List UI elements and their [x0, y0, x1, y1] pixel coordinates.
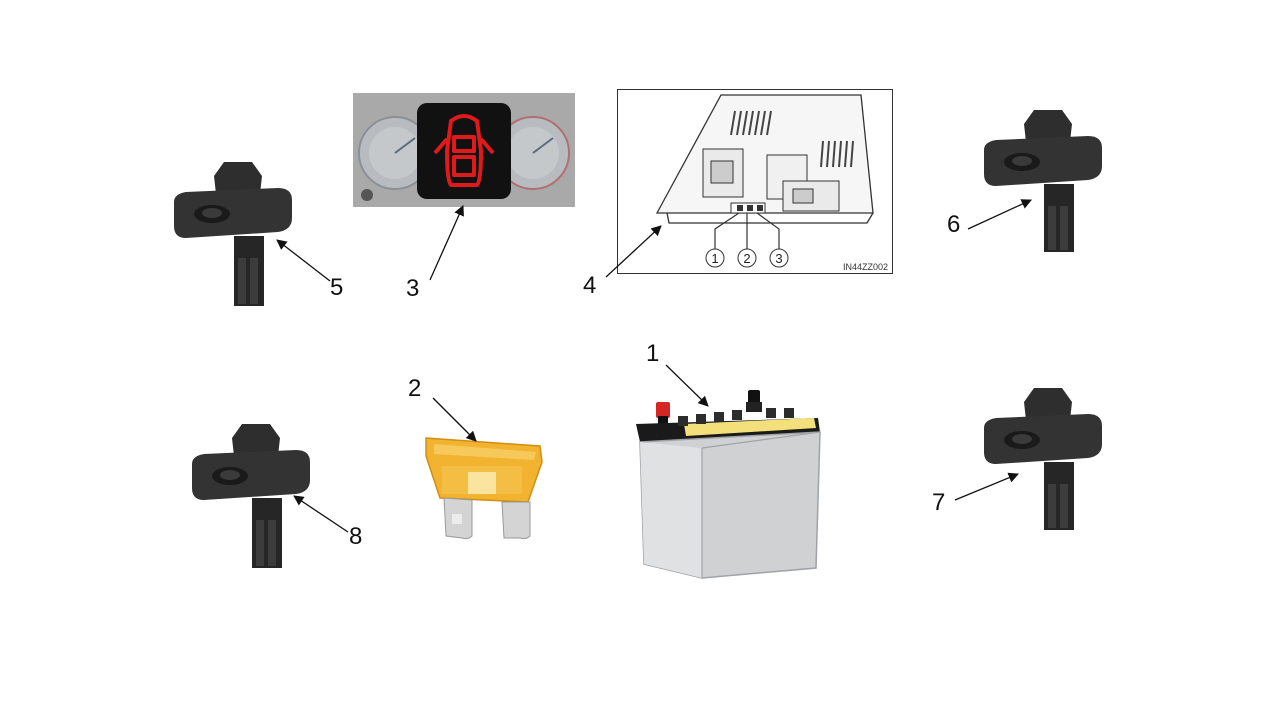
svg-text:2: 2: [743, 251, 750, 266]
svg-text:1: 1: [711, 251, 718, 266]
callout-5: 5: [330, 274, 344, 301]
door-switch-7: [978, 384, 1108, 534]
callout-3: 3: [406, 275, 420, 302]
callout-8: 8: [349, 523, 363, 550]
door-switch-icon: [984, 388, 1102, 530]
svg-text:3: 3: [775, 251, 782, 266]
callout-4: 4: [583, 272, 597, 299]
blade-fuse: [412, 432, 552, 542]
circle-label-1: 1: [705, 248, 725, 268]
door-switch-icon: [192, 424, 310, 568]
door-switch-6: [978, 106, 1108, 256]
callout-1: 1: [646, 340, 660, 367]
door-open-warning-icon: [433, 114, 495, 187]
door-switch-5: [168, 158, 298, 308]
car-battery: [634, 388, 824, 580]
arrow-3: [429, 205, 464, 281]
circle-label-2: 2: [737, 248, 757, 268]
circle-label-3: 3: [769, 248, 789, 268]
overhead-console-diagram: 1 2 3 IN44ZZ002: [617, 89, 893, 274]
door-switch-8: [186, 420, 316, 570]
door-switch-icon: [984, 110, 1102, 252]
door-switch-icon: [174, 162, 292, 306]
instrument-cluster-image: [353, 93, 575, 207]
callout-6: 6: [947, 211, 961, 238]
callout-2: 2: [408, 375, 422, 402]
car-battery-icon: [636, 390, 821, 579]
callout-7: 7: [932, 489, 946, 516]
diagram-code: IN44ZZ002: [843, 262, 888, 272]
blade-fuse-icon: [425, 437, 543, 540]
